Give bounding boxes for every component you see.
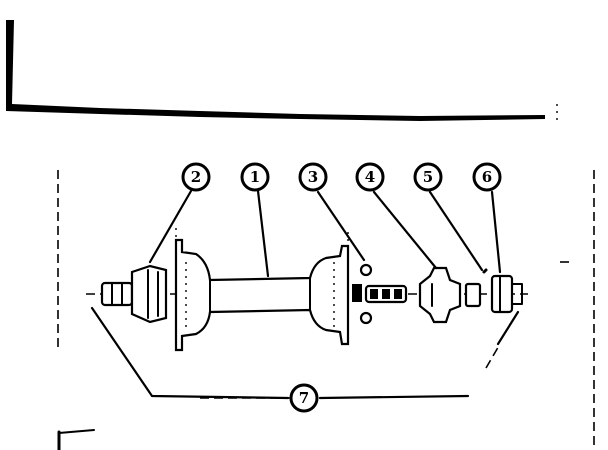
callout-3: 3 [298,162,328,192]
part-3-ball-bearings [352,263,408,325]
callout-4-label: 4 [365,168,375,186]
part-1-hub-shell [174,228,350,352]
callout-2: 2 [181,162,211,192]
leader-lines [90,189,520,400]
part-6-locknut [490,274,523,314]
callout-1: 1 [240,162,270,192]
callout-1-label: 1 [250,168,260,186]
callout-2-label: 2 [191,168,201,186]
callout-5-label: 5 [423,168,433,186]
part-5-washer [464,268,488,308]
part-4-cone [418,266,462,324]
callout-3-label: 3 [308,168,318,186]
callout-7-label: 7 [299,389,309,407]
callout-6-label: 6 [482,168,492,186]
callout-5: 5 [413,162,443,192]
callout-7: 7 [289,383,319,413]
callout-4: 4 [355,162,385,192]
page-frame-marks [6,20,595,450]
callout-6: 6 [472,162,502,192]
part-2-left-cone-locknut [100,264,168,324]
